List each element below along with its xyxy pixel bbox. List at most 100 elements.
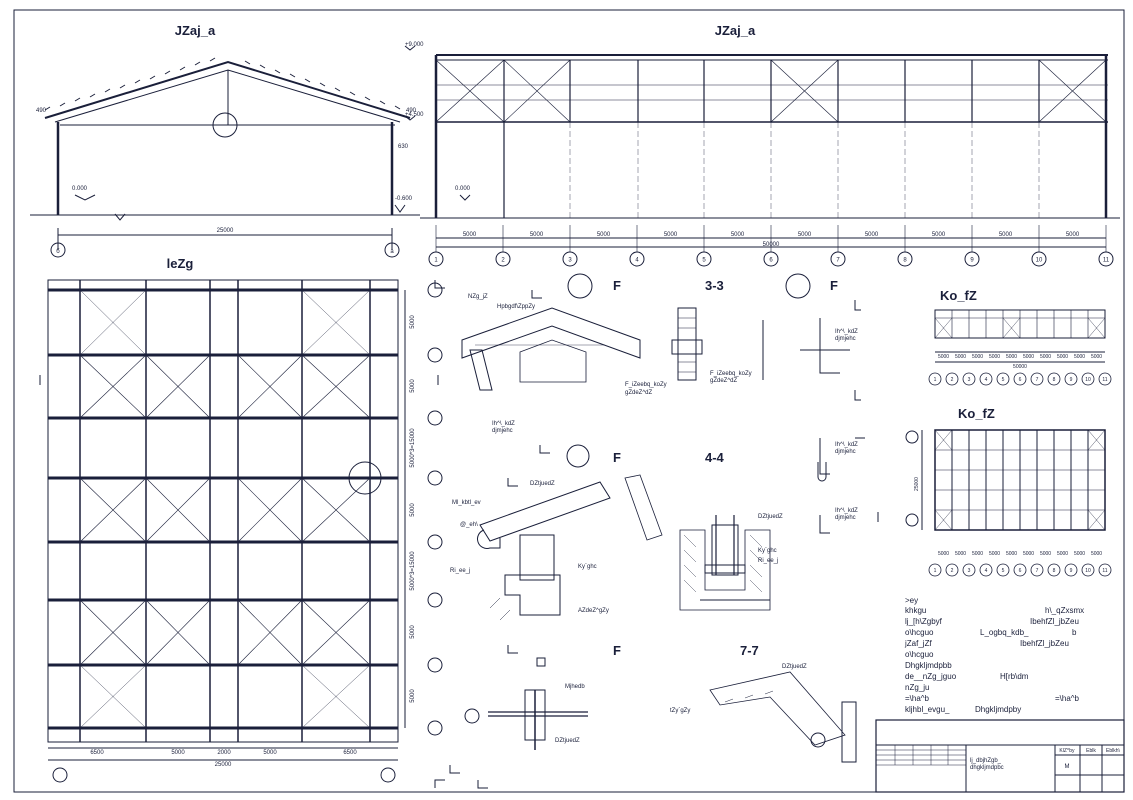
mini-axis-bubble: [1098, 563, 1112, 577]
mini-axis-label: 8: [1053, 377, 1056, 383]
plan-side-dim: 5000: [410, 625, 416, 639]
plan-side-dim: 5000: [410, 689, 416, 703]
eaves-label-2: Ml_kbtl_ev: [452, 500, 481, 506]
note-14: nZg_ju: [905, 683, 929, 692]
mini-total-dim: 50000: [1013, 364, 1027, 370]
elev-top: +9.000: [405, 42, 424, 48]
mini-axis-bubble: [979, 372, 993, 386]
general-notes: >ey khkgu h\_qZxsmx lj_[h\Zgbyf IbehfZl_…: [904, 596, 1084, 714]
mini-bay-dim: 5000: [1074, 354, 1085, 360]
axis-label: 8: [903, 258, 907, 264]
f2-label-5: Ih^\_kdZ: [835, 508, 858, 514]
mini-elevation: Ko_fZ: [934, 288, 1106, 363]
axis-left-a: а: [390, 249, 394, 255]
mini-axis-bubble: [1081, 372, 1095, 386]
ridge-label-1: NZg_jZ: [468, 294, 488, 300]
ridge-label-4: gZdeZ^dZ: [625, 390, 652, 396]
mini-axis-bubble: [979, 563, 993, 577]
title-block-col-1: Eblk: [1086, 748, 1096, 754]
detail-33-title: 3-3: [705, 278, 724, 293]
mini-axis-label: 4: [985, 377, 988, 383]
ridge-label-2: Hpbgdf\ZppZy: [497, 304, 535, 310]
ridge-label-6: djmjehc: [492, 428, 513, 434]
axis-bubble: [562, 251, 578, 267]
plan-bottom-dim: 2000: [217, 750, 231, 756]
axis-bubble: [763, 251, 779, 267]
mini-axis-label: 10: [1085, 377, 1091, 383]
facade-right-title: JZaj_a: [715, 23, 756, 38]
axis-label: 3: [568, 258, 572, 264]
bay-dim: 5000: [1066, 232, 1080, 238]
axis-label: 10: [1036, 258, 1043, 264]
mini-axis-label: 1: [934, 377, 937, 383]
bay-dim: 5000: [530, 232, 544, 238]
mini-axis-bubble: [1030, 372, 1044, 386]
mini-bay-dim: 5000: [1091, 551, 1102, 557]
mini-bay-dim: 5000: [989, 551, 1000, 557]
mini-bay-dim: 5000: [1006, 551, 1017, 557]
axis-label: 6: [769, 258, 773, 264]
bay-dim: 5000: [463, 232, 477, 238]
span-left-dim: 25000: [217, 228, 234, 234]
mini-axis-bubble: [996, 563, 1010, 577]
mini-bay-dim: 5000: [972, 551, 983, 557]
mini-bay-dim: 5000: [938, 551, 949, 557]
note-8: jZaf_jZf: [904, 639, 932, 648]
facade-right: JZaj_a: [404, 23, 1120, 248]
axis-bubble: [629, 251, 645, 267]
mini-bay-dim: 5000: [1006, 354, 1017, 360]
axis-label: 4: [635, 258, 639, 264]
mini-axis-bubble: [1047, 372, 1061, 386]
mini-axis-bubble: [1064, 563, 1078, 577]
axis-bubble: [830, 251, 846, 267]
mini-axis-label: 2: [951, 377, 954, 383]
mini-axis-label: 10: [1085, 568, 1091, 574]
f2-label-1: Ih^\_kdZ: [835, 329, 858, 335]
plan-side-dim: 5000: [410, 379, 416, 393]
detail-77-title: 7-7: [740, 643, 759, 658]
mini-axis-bubble: [945, 372, 959, 386]
sheet-frame: [13, 9, 1125, 793]
total-right-dim: 50000: [763, 242, 780, 248]
eaves-label-6: AZdeZ^gZy: [578, 608, 609, 614]
ridge-label-3: F_iZeebq_koZy: [625, 382, 667, 388]
title-block-line1: lj_dbjhZgb_: [970, 758, 1002, 764]
detail-3-3: 3-3: [671, 278, 724, 381]
mini-bay-dim: 5000: [1074, 551, 1085, 557]
d77-label-2: DZtjuedZ: [782, 664, 807, 670]
zero-left-mark: 0.000: [72, 186, 88, 192]
mini-axis-bubble: [1013, 372, 1027, 386]
plan-total-dim: 25000: [215, 762, 232, 768]
eaves-label-1: DZtjuedZ: [530, 481, 555, 487]
axis-left-b: б: [56, 249, 60, 255]
note-6: L_ogbq_kdb_: [980, 628, 1029, 637]
mini-axis-label: 7: [1036, 568, 1039, 574]
mini-axis-label: 11: [1102, 377, 1107, 383]
bay-dim: 5000: [731, 232, 745, 238]
title-block: [875, 719, 1125, 793]
axis-label: 1: [434, 258, 438, 264]
detail-ridge: F: [461, 273, 641, 454]
axis-label: 9: [970, 258, 974, 264]
title-block-col-0: KlZ^by: [1059, 748, 1075, 754]
detail-Ko1-title: Ko_fZ: [940, 288, 977, 303]
plan-bottom-dim: 5000: [171, 750, 185, 756]
axis-label: 7: [836, 258, 840, 264]
mini-axis-label: 4: [985, 568, 988, 574]
mini-axis-label: 3: [968, 377, 971, 383]
note-15: =\ha^b: [905, 694, 930, 703]
minus-mark: -0.600: [395, 196, 413, 202]
axis-label: 5: [702, 258, 706, 264]
f2-label-6: djmjehc: [835, 515, 856, 521]
title-block-col-2: Eblkh\: [1106, 748, 1121, 754]
mini-side-dim: 25000: [914, 477, 920, 491]
plan-title: leZg: [167, 256, 194, 271]
mini-axis-bubble: [1047, 563, 1061, 577]
eaves-label-3: @_eh\: [460, 522, 478, 528]
mini-axis-label: 1: [934, 568, 937, 574]
title-block-stage: M: [1065, 764, 1070, 770]
axis-label: 11: [1103, 258, 1110, 264]
mini-axis-label: 9: [1070, 377, 1073, 383]
note-11: Dhgkljmdpbb: [905, 661, 952, 670]
